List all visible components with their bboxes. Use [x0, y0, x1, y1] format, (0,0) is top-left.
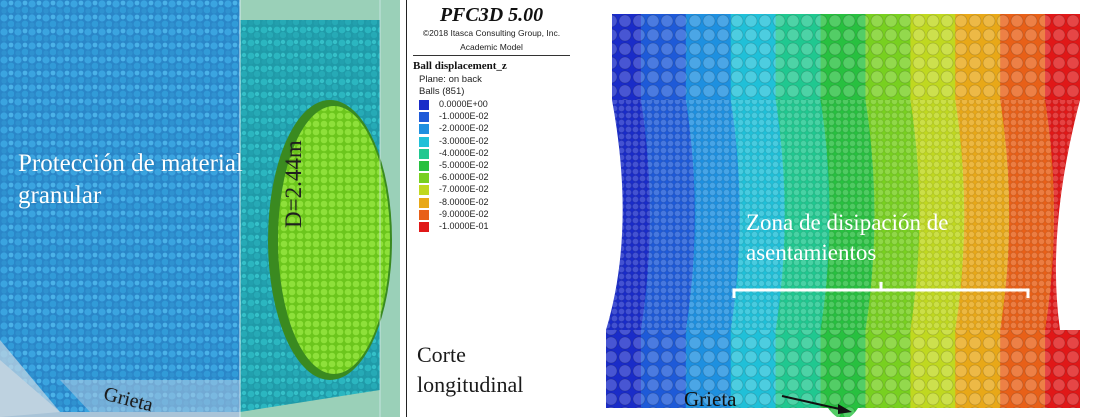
diameter-label: D=2.44m: [281, 140, 306, 228]
scale-label: -6.0000E-02: [439, 172, 489, 183]
crack-arrow: [781, 395, 845, 411]
scale-swatch: [419, 148, 429, 159]
scale-swatch: [419, 112, 429, 123]
scale-swatch: [419, 160, 429, 171]
scale-label: -4.0000E-02: [439, 147, 489, 158]
scale-label: -7.0000E-02: [439, 184, 489, 195]
copyright-text: ©2018 Itasca Consulting Group, Inc.: [422, 28, 561, 38]
zone-bracket: [732, 282, 1030, 298]
legend-divider: [413, 55, 570, 56]
scale-label: -1.0000E-02: [439, 111, 489, 122]
scale-swatch: [419, 173, 429, 184]
scale-swatch: [419, 221, 429, 232]
scale-label: 0.0000E+00: [439, 99, 488, 109]
granular-3d-view: Protección de material granular D=2.44m …: [0, 0, 400, 417]
scale-label: -2.0000E-02: [439, 123, 489, 134]
granular-3d-render: [0, 0, 400, 417]
displacement-render: [606, 14, 1080, 417]
scale-label: -8.0000E-02: [439, 196, 489, 207]
zone-label: Zona de disipación de asentamientos: [746, 210, 949, 265]
legend-panel: PFC3D 5.00 ©2018 Itasca Consulting Group…: [406, 0, 577, 417]
legend-plane: Plane: on back: [419, 74, 482, 85]
legend-variable: Ball displacement_z: [413, 60, 507, 72]
scale-label: -3.0000E-02: [439, 135, 489, 146]
scale-swatch: [419, 185, 429, 196]
scale-swatch: [419, 209, 429, 220]
software-title: PFC3D 5.00: [439, 4, 544, 26]
scale-label: -5.0000E-02: [439, 159, 489, 170]
model-text: Academic Model: [460, 42, 523, 52]
scale-swatch: [419, 100, 429, 110]
crack-label-right: Grieta: [684, 387, 737, 411]
crack-arrow-head: [838, 404, 852, 414]
scale-swatch: [419, 197, 429, 208]
protection-label: Protección de material granular: [18, 150, 243, 209]
longitudinal-section-view: Zona de disipación de asentamientos Grie…: [576, 0, 1110, 417]
section-label: Corte longitudinal: [417, 342, 524, 397]
scale-label: -1.0000E-01: [439, 220, 489, 231]
legend-balls-count: Balls (851): [419, 86, 465, 97]
scale-label: -9.0000E-02: [439, 208, 489, 219]
scale-swatch: [419, 136, 429, 147]
scale-swatch: [419, 124, 429, 135]
